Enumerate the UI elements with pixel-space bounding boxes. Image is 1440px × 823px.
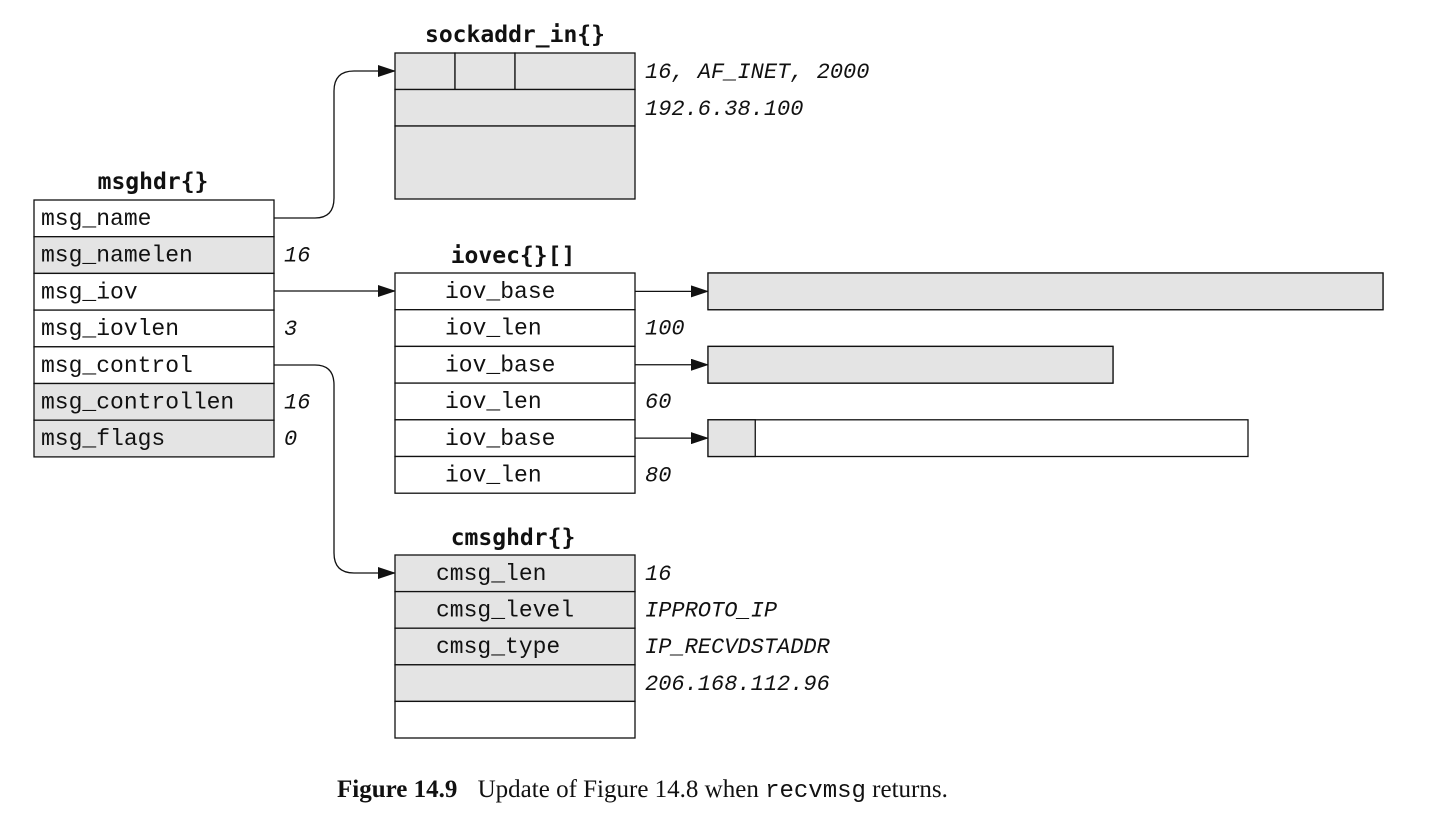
msghdr-field-cell bbox=[33, 419, 275, 458]
msghdr-struct: msghdr{} msg_name msg_namelen 16 msg_iov msg_… bbox=[33, 169, 310, 458]
iovec-field-name: iov_base bbox=[445, 352, 555, 378]
iovec-field-cell bbox=[394, 272, 636, 311]
caption-code: recvmsg bbox=[765, 778, 866, 805]
cmsghdr-field-value: IPPROTO_IP bbox=[645, 599, 777, 624]
msghdr-field-name: msg_controllen bbox=[41, 390, 234, 416]
sin-port-cell bbox=[514, 52, 636, 91]
iovec-field-cell bbox=[394, 382, 636, 421]
sockaddr-in-value: 192.6.38.100 bbox=[645, 97, 803, 122]
iovec-field-value: 100 bbox=[645, 317, 685, 342]
msghdr-field-name: msg_iovlen bbox=[41, 316, 179, 342]
msghdr-field-cell bbox=[33, 346, 275, 385]
iovec-field-cell bbox=[394, 345, 636, 384]
iovec-field-name: iov_len bbox=[445, 389, 542, 415]
msghdr-field-cell bbox=[33, 236, 275, 275]
iovec-field-name: iov_base bbox=[445, 426, 555, 452]
cmsghdr-struct: cmsghdr{} cmsg_len 16 cmsg_level IPPROTO_IPc… bbox=[394, 525, 831, 739]
iov-buffers bbox=[707, 272, 1384, 458]
iovec-field-name: iov_len bbox=[445, 463, 542, 489]
msg-name-arrow bbox=[266, 65, 396, 219]
cmsghdr-field-cell bbox=[394, 590, 636, 629]
cmsghdr-field-name: cmsg_len bbox=[436, 561, 546, 587]
figure-caption: Figure 14.9 Update of Figure 14.8 when r… bbox=[337, 776, 1237, 805]
cmsghdr-field-name: cmsg_level bbox=[436, 598, 574, 624]
caption-text-after: returns. bbox=[872, 776, 948, 803]
msghdr-field-value: 16 bbox=[284, 244, 310, 269]
cmsghdr-field-value: IP_RECVDSTADDR bbox=[645, 635, 831, 660]
figure-number: Figure 14.9 bbox=[337, 776, 458, 803]
cmsghdr-field-name: cmsg_type bbox=[436, 634, 560, 660]
sockaddr-in-title: sockaddr_in{} bbox=[425, 22, 605, 48]
sockaddr-in-value: 16, AF_INET, 2000 bbox=[645, 60, 869, 85]
msghdr-field-value: 3 bbox=[284, 317, 297, 342]
sin-zero-cell bbox=[394, 125, 636, 200]
iovec-field-value: 60 bbox=[645, 390, 671, 415]
iov-buffer-filled bbox=[707, 345, 1114, 384]
msghdr-field-name: msg_iov bbox=[41, 279, 138, 305]
sin-len-cell bbox=[394, 52, 456, 91]
msghdr-field-name: msg_flags bbox=[41, 426, 165, 452]
cmsghdr-field-cell bbox=[394, 700, 636, 739]
iov-buffer-filled bbox=[707, 272, 1384, 311]
msghdr-field-cell bbox=[33, 309, 275, 348]
iov-buffer-filled bbox=[707, 419, 756, 458]
iovec-field-value: 80 bbox=[645, 464, 671, 489]
connectors bbox=[266, 65, 709, 579]
caption-text-before: Update of Figure 14.8 when bbox=[477, 776, 759, 803]
iovec-field-cell bbox=[394, 455, 636, 494]
msghdr-field-name: msg_name bbox=[41, 206, 151, 232]
cmsghdr-field-value: 206.168.112.96 bbox=[645, 672, 830, 697]
msghdr-title: msghdr{} bbox=[98, 169, 209, 195]
iovec-array: iovec{}[] iov_base iov_len 100 iov_base iov_l… bbox=[394, 243, 685, 494]
cmsghdr-field-cell bbox=[394, 664, 636, 703]
sin-family-cell bbox=[454, 52, 516, 91]
msghdr-field-cell bbox=[33, 272, 275, 311]
msghdr-field-name: msg_namelen bbox=[41, 243, 193, 269]
cmsghdr-title: cmsghdr{} bbox=[451, 525, 576, 551]
iovec-field-name: iov_len bbox=[445, 316, 542, 342]
msghdr-field-name: msg_control bbox=[41, 353, 193, 379]
iovec-title: iovec{}[] bbox=[451, 243, 576, 269]
msg-control-arrow bbox=[266, 364, 396, 579]
sin-addr-cell bbox=[394, 88, 636, 127]
msghdr-field-value: 0 bbox=[284, 427, 297, 452]
iovec-field-name: iov_base bbox=[445, 279, 555, 305]
msghdr-field-value: 16 bbox=[284, 391, 310, 416]
sockaddr-in-struct: sockaddr_in{} 16, AF_INET, 2000 192.6.38.1… bbox=[394, 22, 869, 200]
msghdr-field-cell bbox=[33, 382, 275, 421]
cmsghdr-field-cell bbox=[394, 627, 636, 666]
cmsghdr-field-cell bbox=[394, 554, 636, 593]
iovec-field-cell bbox=[394, 419, 636, 458]
iov-buffer bbox=[707, 419, 1249, 458]
cmsghdr-field-value: 16 bbox=[645, 562, 671, 587]
